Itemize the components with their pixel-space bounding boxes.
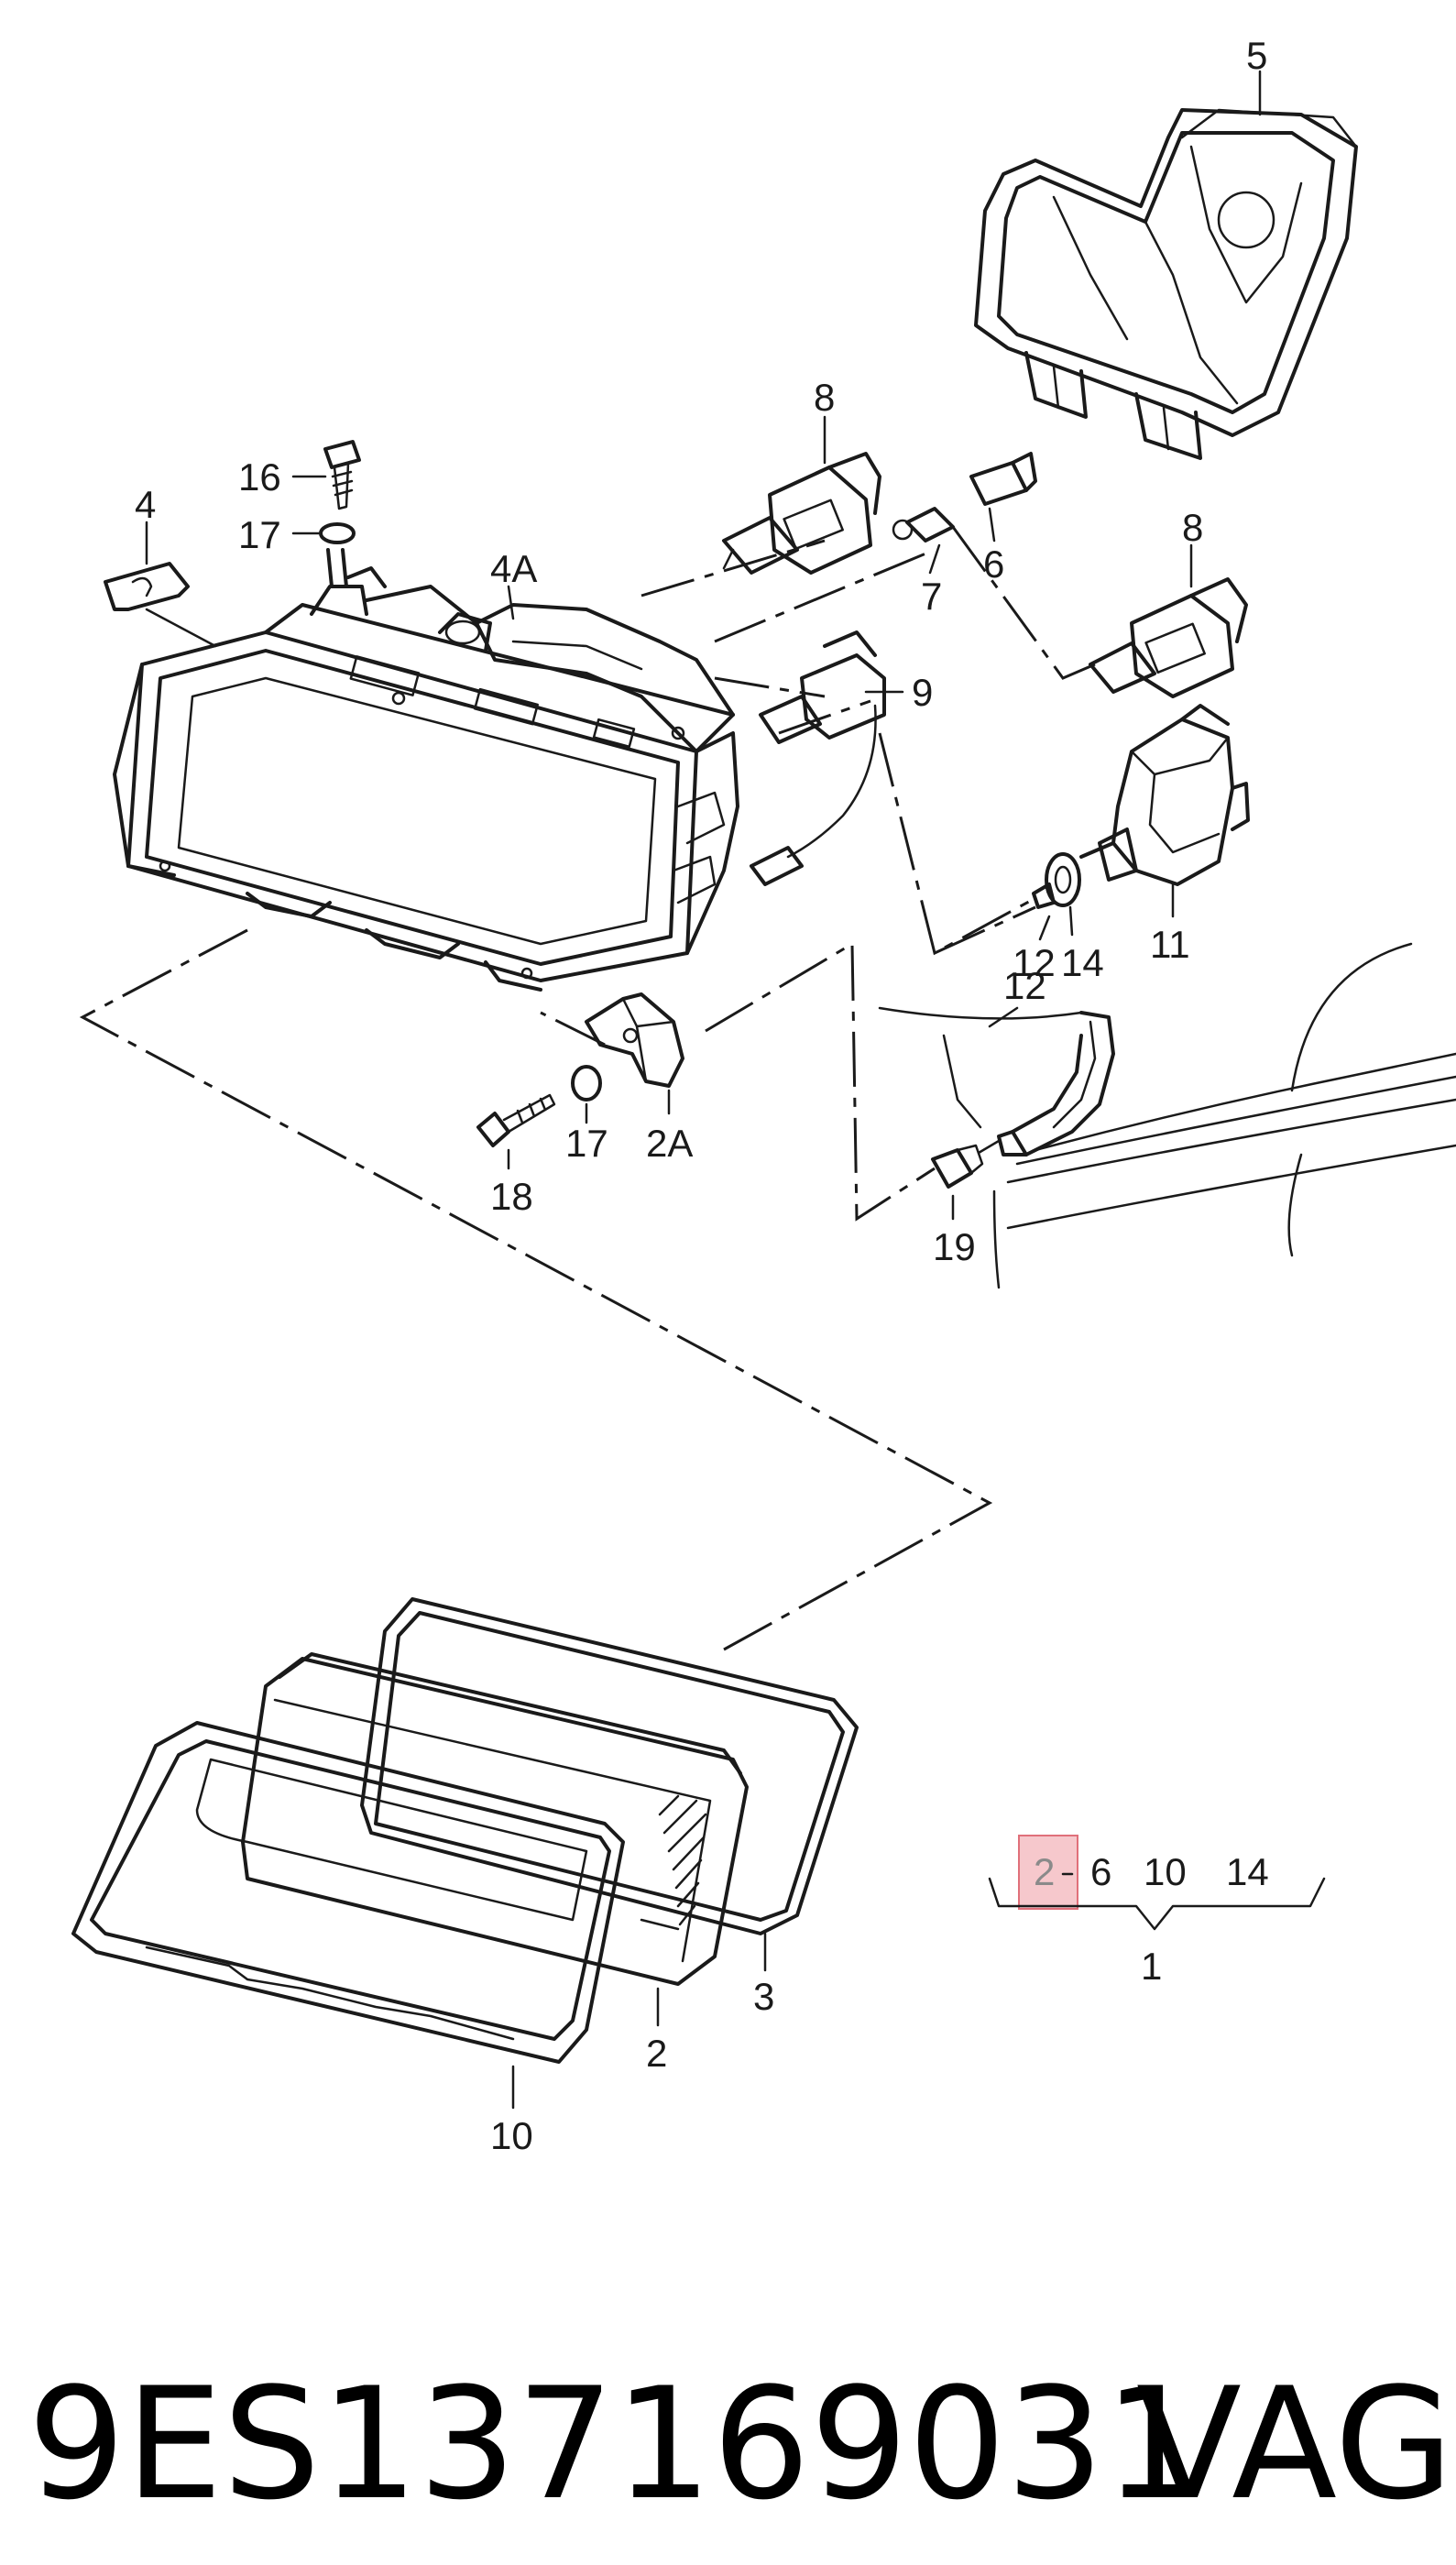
callout-2A: 2A bbox=[646, 1122, 693, 1165]
callout-12-b: 12 bbox=[1003, 964, 1046, 1007]
part-2-lens bbox=[241, 1652, 749, 1986]
part-7-bulb bbox=[892, 507, 955, 543]
callout-4A: 4A bbox=[490, 547, 537, 590]
callout-10: 10 bbox=[490, 2114, 533, 2157]
part-17-washer-top bbox=[319, 522, 356, 544]
callout-17-lower: 17 bbox=[565, 1122, 608, 1165]
callout-19: 19 bbox=[933, 1225, 976, 1268]
part-number-text: 9ES137169031 bbox=[27, 2354, 1202, 2534]
callout-17-top: 17 bbox=[238, 513, 281, 556]
callout-11: 11 bbox=[1150, 923, 1190, 966]
part-5-housing-cover bbox=[974, 108, 1358, 460]
part-8-bulb-right bbox=[1089, 577, 1248, 698]
part-6-bulb bbox=[969, 452, 1037, 506]
legend-item-2[interactable]: 2 bbox=[1034, 1850, 1055, 1893]
callout-9: 9 bbox=[912, 671, 933, 714]
part-2A-bracket bbox=[585, 992, 684, 1088]
part-3-gasket bbox=[360, 1597, 859, 1935]
legend-group-1: 1 bbox=[1141, 1945, 1162, 1988]
callout-7: 7 bbox=[921, 575, 942, 618]
part-9-bulb-with-wire bbox=[750, 630, 886, 886]
part-17-washer-lower bbox=[571, 1065, 602, 1102]
headlight-assembly bbox=[113, 548, 739, 992]
part-18-screw bbox=[476, 1093, 556, 1147]
callout-14: 14 bbox=[1061, 941, 1104, 984]
included-parts-legend: 2 6 10 14 1 bbox=[988, 1835, 1326, 1988]
part-4-clip bbox=[104, 562, 190, 611]
assembly-leader-lines bbox=[79, 526, 1096, 1651]
car-fender-section bbox=[878, 942, 1456, 1289]
legend-item-6: 6 bbox=[1090, 1850, 1111, 1893]
callout-12-a: 12 bbox=[1013, 941, 1056, 984]
callout-2: 2 bbox=[646, 2032, 667, 2075]
callout-6: 6 bbox=[983, 543, 1004, 586]
callout-5: 5 bbox=[1246, 34, 1267, 77]
legend-item-10: 10 bbox=[1144, 1850, 1187, 1893]
part-11-lamp-socket bbox=[1079, 704, 1250, 886]
legend-item-14: 14 bbox=[1226, 1850, 1269, 1893]
callout-16: 16 bbox=[238, 455, 281, 499]
brand-text: VAG bbox=[1136, 2354, 1453, 2534]
part-16-screw bbox=[323, 440, 361, 510]
part-14-washer bbox=[1045, 852, 1081, 907]
part-10-frame bbox=[71, 1721, 625, 2064]
part-19-connector bbox=[931, 1139, 1001, 1189]
part-8-bulb-top bbox=[722, 452, 881, 575]
legend-highlight-box[interactable] bbox=[1018, 1835, 1078, 1910]
callout-3: 3 bbox=[753, 1975, 774, 2018]
callout-4: 4 bbox=[135, 483, 156, 526]
callout-8-top: 8 bbox=[814, 376, 835, 419]
part-12-bulb-small bbox=[1032, 882, 1056, 909]
callout-8-right: 8 bbox=[1182, 506, 1203, 549]
callout-18: 18 bbox=[490, 1175, 533, 1218]
